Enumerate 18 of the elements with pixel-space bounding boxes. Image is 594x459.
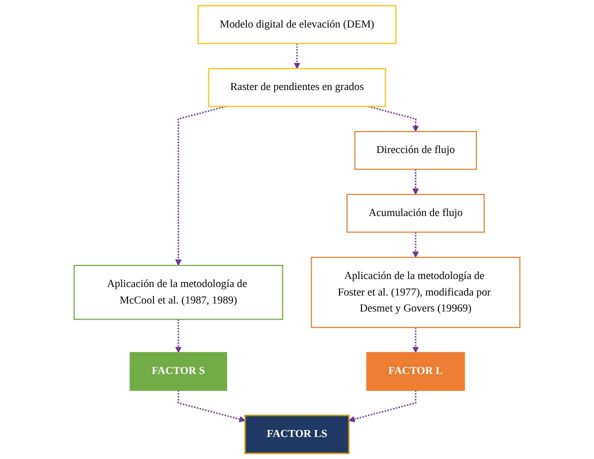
node-box: FACTOR S	[130, 352, 228, 391]
node-box: Aplicación de la metodología de Foster et al. (1977), modificada por Desmet y Govers (19969)	[310, 256, 520, 328]
arrow	[348, 390, 416, 422]
node-box: FACTOR L	[366, 352, 465, 391]
node-box: Dirección de flujo	[354, 131, 477, 170]
arrow	[294, 44, 300, 69]
node-box: FACTOR LS	[244, 414, 350, 454]
arrow	[412, 232, 419, 258]
arrow	[368, 106, 419, 132]
node-box: Modelo digital de elevación (DEM)	[198, 5, 396, 44]
arrow	[175, 319, 182, 353]
arrow	[412, 169, 419, 195]
node-box: Raster de pendientes en grados	[208, 68, 386, 107]
arrow	[412, 327, 419, 353]
arrow	[175, 106, 226, 266]
arrow	[178, 390, 246, 422]
node-box: Aplicación de la metodología de McCool et al. (1987, 1989)	[74, 264, 284, 320]
node-box: Acumulación de flujo	[346, 194, 485, 233]
